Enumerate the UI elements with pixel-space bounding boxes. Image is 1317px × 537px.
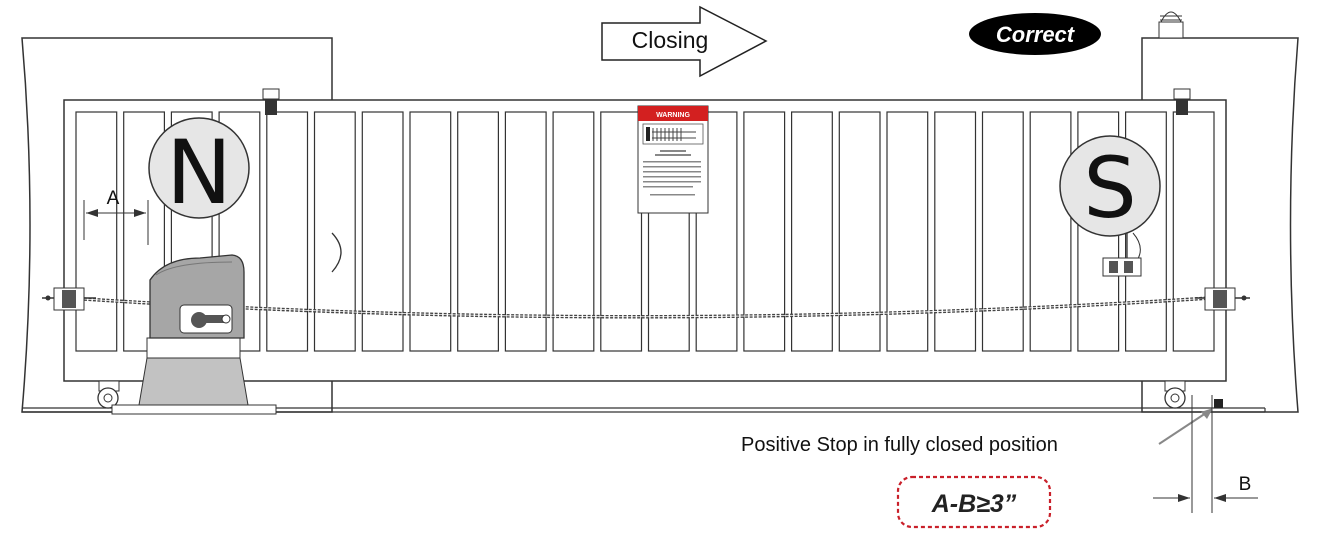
gate-bar — [934, 111, 977, 352]
gate-bar — [75, 111, 118, 352]
gate-bar — [981, 111, 1024, 352]
gate-side-circle — [1059, 135, 1161, 237]
gate-bar — [313, 111, 356, 352]
gate-bar — [552, 111, 595, 352]
gate-bar — [886, 111, 929, 352]
warning-sign-header: WARNING — [656, 112, 690, 119]
gate-bar — [1029, 111, 1072, 352]
correct-badge — [969, 13, 1101, 55]
gate-bar — [600, 111, 643, 352]
gate-handle — [331, 232, 342, 273]
formula-label: A-B≥3” — [931, 490, 1017, 518]
chain-bracket-right — [1195, 287, 1250, 311]
gate-motor-icon — [111, 254, 277, 415]
dimension-b — [1153, 395, 1258, 513]
gate-wheel-right — [1164, 380, 1186, 409]
limit-magnet-left — [262, 88, 280, 115]
gate-bar — [504, 111, 547, 352]
dim-b-label: B — [1239, 474, 1252, 495]
gate-bars — [75, 111, 1215, 352]
stop-label: Positive Stop in fully closed position — [741, 434, 1058, 456]
formula-box — [896, 475, 1052, 529]
correct-label: Correct — [996, 22, 1076, 47]
gate-bar — [457, 111, 500, 352]
gate-wheel-left — [97, 380, 120, 409]
closing-arrow-icon — [601, 5, 768, 78]
positive-stop — [1158, 399, 1223, 445]
beacon-light-icon — [1158, 11, 1184, 39]
dimension-a — [83, 200, 149, 245]
gate-bar — [838, 111, 881, 352]
motor-side-circle — [148, 117, 250, 219]
limit-magnet-right — [1173, 88, 1191, 115]
limit-bracket-right — [1102, 232, 1142, 277]
motor-letter-n: N — [166, 121, 232, 224]
gate-letter-s: S — [1083, 139, 1136, 237]
gate-bar — [790, 111, 833, 352]
chain-bracket-left — [42, 287, 96, 311]
gate-bar — [409, 111, 452, 352]
dim-a-label: A — [107, 188, 120, 209]
sliding-gate — [63, 99, 1227, 382]
closing-label: Closing — [632, 27, 709, 53]
gate-bar — [266, 111, 309, 352]
warning-sign-icon — [637, 105, 709, 214]
gate-bar — [743, 111, 786, 352]
gate-bar — [1172, 111, 1215, 352]
